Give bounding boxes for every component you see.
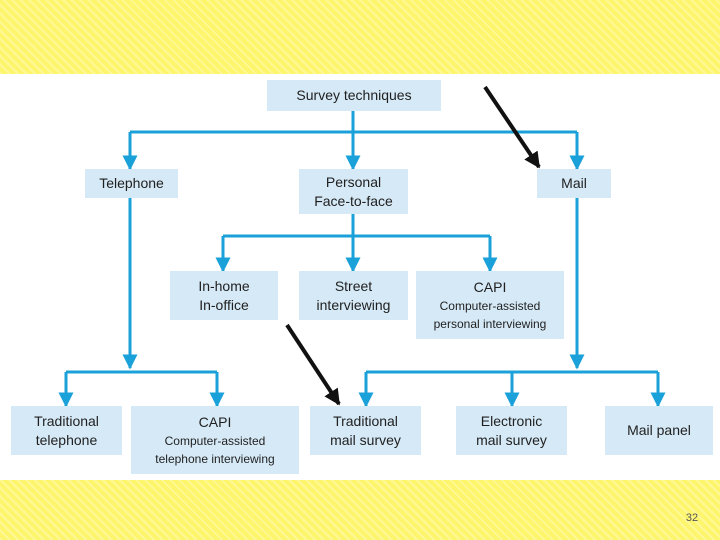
node-label: Computer-assisted <box>439 298 541 313</box>
node-label: Computer-assisted <box>164 433 266 448</box>
node-in-home: In-home In-office <box>170 271 278 320</box>
node-label: Survey techniques <box>296 87 412 103</box>
node-label: Mail panel <box>627 422 691 438</box>
node-label: CAPI <box>473 278 507 295</box>
node-label: In-home <box>198 277 250 294</box>
node-street-interviewing: Street interviewing <box>299 271 408 320</box>
node-label: Street <box>334 277 373 294</box>
node-label: telephone interviewing <box>155 451 275 466</box>
node-label: interviewing <box>316 296 391 313</box>
node-mail: Mail <box>537 169 611 198</box>
node-label: Electronic <box>480 412 543 429</box>
node-capi-telephone: CAPI Computer-assisted telephone intervi… <box>131 406 299 474</box>
bottom-decorative-band <box>0 480 720 540</box>
node-mail-panel: Mail panel <box>605 406 713 455</box>
slide-page-number: 32 <box>685 512 699 524</box>
node-label: Telephone <box>99 175 164 191</box>
node-personal: Personal Face-to-face <box>299 169 408 214</box>
node-label: Personal <box>325 173 382 190</box>
node-label: mail survey <box>476 431 547 448</box>
node-telephone: Telephone <box>85 169 178 198</box>
node-capi-personal: CAPI Computer-assisted personal intervie… <box>416 271 564 339</box>
node-label: Mail <box>561 175 587 191</box>
top-decorative-band <box>0 0 720 74</box>
node-label: CAPI <box>198 413 232 430</box>
node-electronic-mail-survey: Electronic mail survey <box>456 406 567 455</box>
node-label: telephone <box>35 431 98 448</box>
node-traditional-mail-survey: Traditional mail survey <box>310 406 421 455</box>
node-label: Face-to-face <box>314 192 393 209</box>
node-label: mail survey <box>330 431 401 448</box>
node-label: In-office <box>199 296 249 313</box>
pointer-arrow-to-traditional-mail-survey <box>285 323 341 406</box>
node-label: Traditional <box>34 412 99 429</box>
node-label: Traditional <box>333 412 398 429</box>
pointer-arrow-to-mail <box>483 85 541 169</box>
node-label: personal interviewing <box>433 316 547 331</box>
node-traditional-telephone: Traditional telephone <box>11 406 122 455</box>
node-survey-techniques: Survey techniques <box>267 80 441 111</box>
